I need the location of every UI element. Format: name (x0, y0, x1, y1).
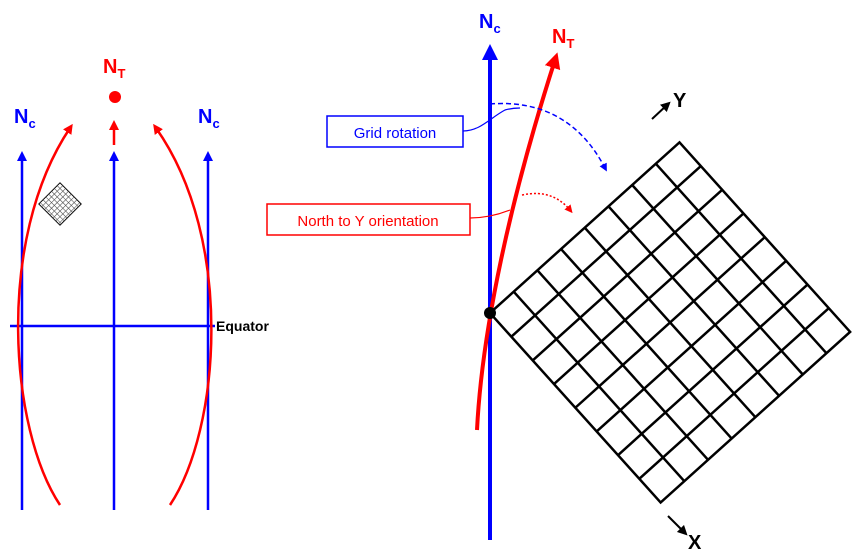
compass-north-label: Nc (479, 11, 501, 36)
left-panel: Equator NT Nc Nc (10, 56, 269, 510)
grid-rotation-dashed-arrow (489, 102, 607, 172)
compass-north-label-left: Nc (14, 106, 36, 131)
north-to-y-leader (469, 209, 511, 219)
north-to-y-callout-box (266, 203, 471, 236)
true-north-label: NT (552, 26, 574, 51)
north-to-y-callout: North to Y orientation (297, 213, 438, 230)
compass-north-label-right: Nc (198, 106, 220, 131)
small-grid-icon (38, 182, 82, 226)
true-north-curve-right (153, 123, 213, 506)
true-north-label-left: NT (103, 56, 125, 81)
grid-rotation-leader (462, 107, 521, 132)
north-to-y-dotted-arrow (521, 192, 573, 214)
true-north-curve-left (16, 123, 73, 506)
y-axis-arrow (651, 101, 671, 120)
x-axis-label: X (688, 532, 702, 551)
right-panel: Y X Grid rotation North to Y orientation… (266, 11, 852, 551)
grid-rotation-callout-box (326, 115, 464, 148)
true-north-curve (475, 52, 561, 431)
x-axis-arrow (667, 515, 688, 536)
rotated-grid (488, 140, 852, 505)
true-north-pole-dot (109, 91, 121, 103)
grid-rotation-callout: Grid rotation (354, 125, 437, 142)
grid-origin-point (484, 307, 496, 319)
y-axis-label: Y (673, 90, 687, 112)
equator-label: Equator (216, 318, 269, 334)
